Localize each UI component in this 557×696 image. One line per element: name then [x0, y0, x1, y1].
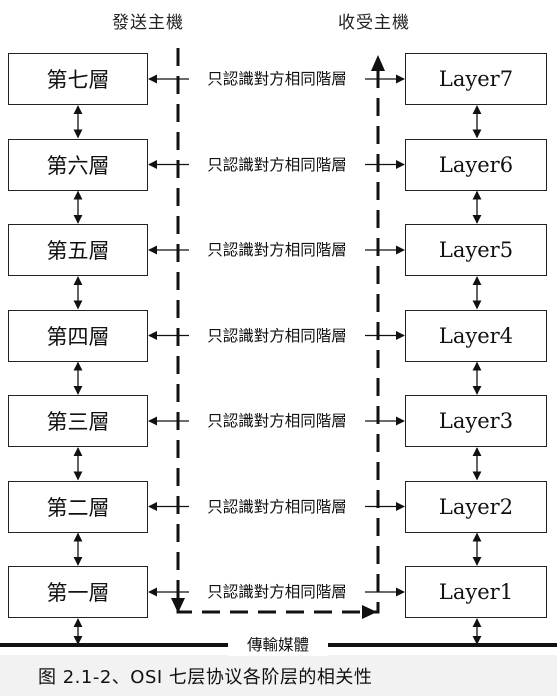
interlayer-arrows	[73, 105, 482, 645]
sender-layer-box: 第六層	[8, 138, 148, 191]
sender-layer-box: 第五層	[8, 224, 148, 276]
receiver-layer-box: Layer6	[405, 138, 547, 191]
data-flow-arrow-right	[362, 605, 377, 619]
transmission-medium-label: 傳輸媒體	[228, 634, 328, 656]
peer-relation-label: 只認識對方相同階層	[189, 581, 365, 603]
sender-layer-box: 第一層	[8, 566, 148, 618]
receiver-host-title: 收受主機	[338, 13, 410, 33]
data-flow-arrow-up	[371, 55, 385, 71]
sender-layer-box: 第七層	[8, 53, 148, 105]
data-flow-arrow-down	[171, 598, 185, 613]
peer-relation-label: 只認識對方相同階層	[189, 153, 365, 176]
figure-caption: 图 2.1-2、OSI 七层协议各阶层的相关性	[38, 667, 373, 688]
data-flow-path	[176, 48, 380, 614]
sender-host-title: 發送主機	[112, 13, 184, 33]
peer-relation-label: 只認識對方相同階層	[189, 68, 365, 90]
receiver-layer-box: Layer5	[405, 224, 547, 276]
receiver-layer-box: Layer7	[405, 53, 547, 105]
sender-layer-box: 第三層	[8, 395, 148, 447]
sender-layer-box: 第二層	[8, 480, 148, 533]
peer-relation-label: 只認識對方相同階層	[189, 495, 365, 518]
peer-relation-label: 只認識對方相同階層	[189, 239, 365, 261]
sender-layer-box: 第四層	[8, 309, 148, 362]
receiver-layer-box: Layer3	[405, 395, 547, 447]
peer-relation-label: 只認識對方相同階層	[189, 410, 365, 432]
receiver-layer-box: Layer2	[405, 480, 547, 533]
receiver-layer-box: Layer4	[405, 309, 547, 362]
receiver-layer-box: Layer1	[405, 566, 547, 618]
peer-relation-label: 只認識對方相同階層	[189, 324, 365, 347]
